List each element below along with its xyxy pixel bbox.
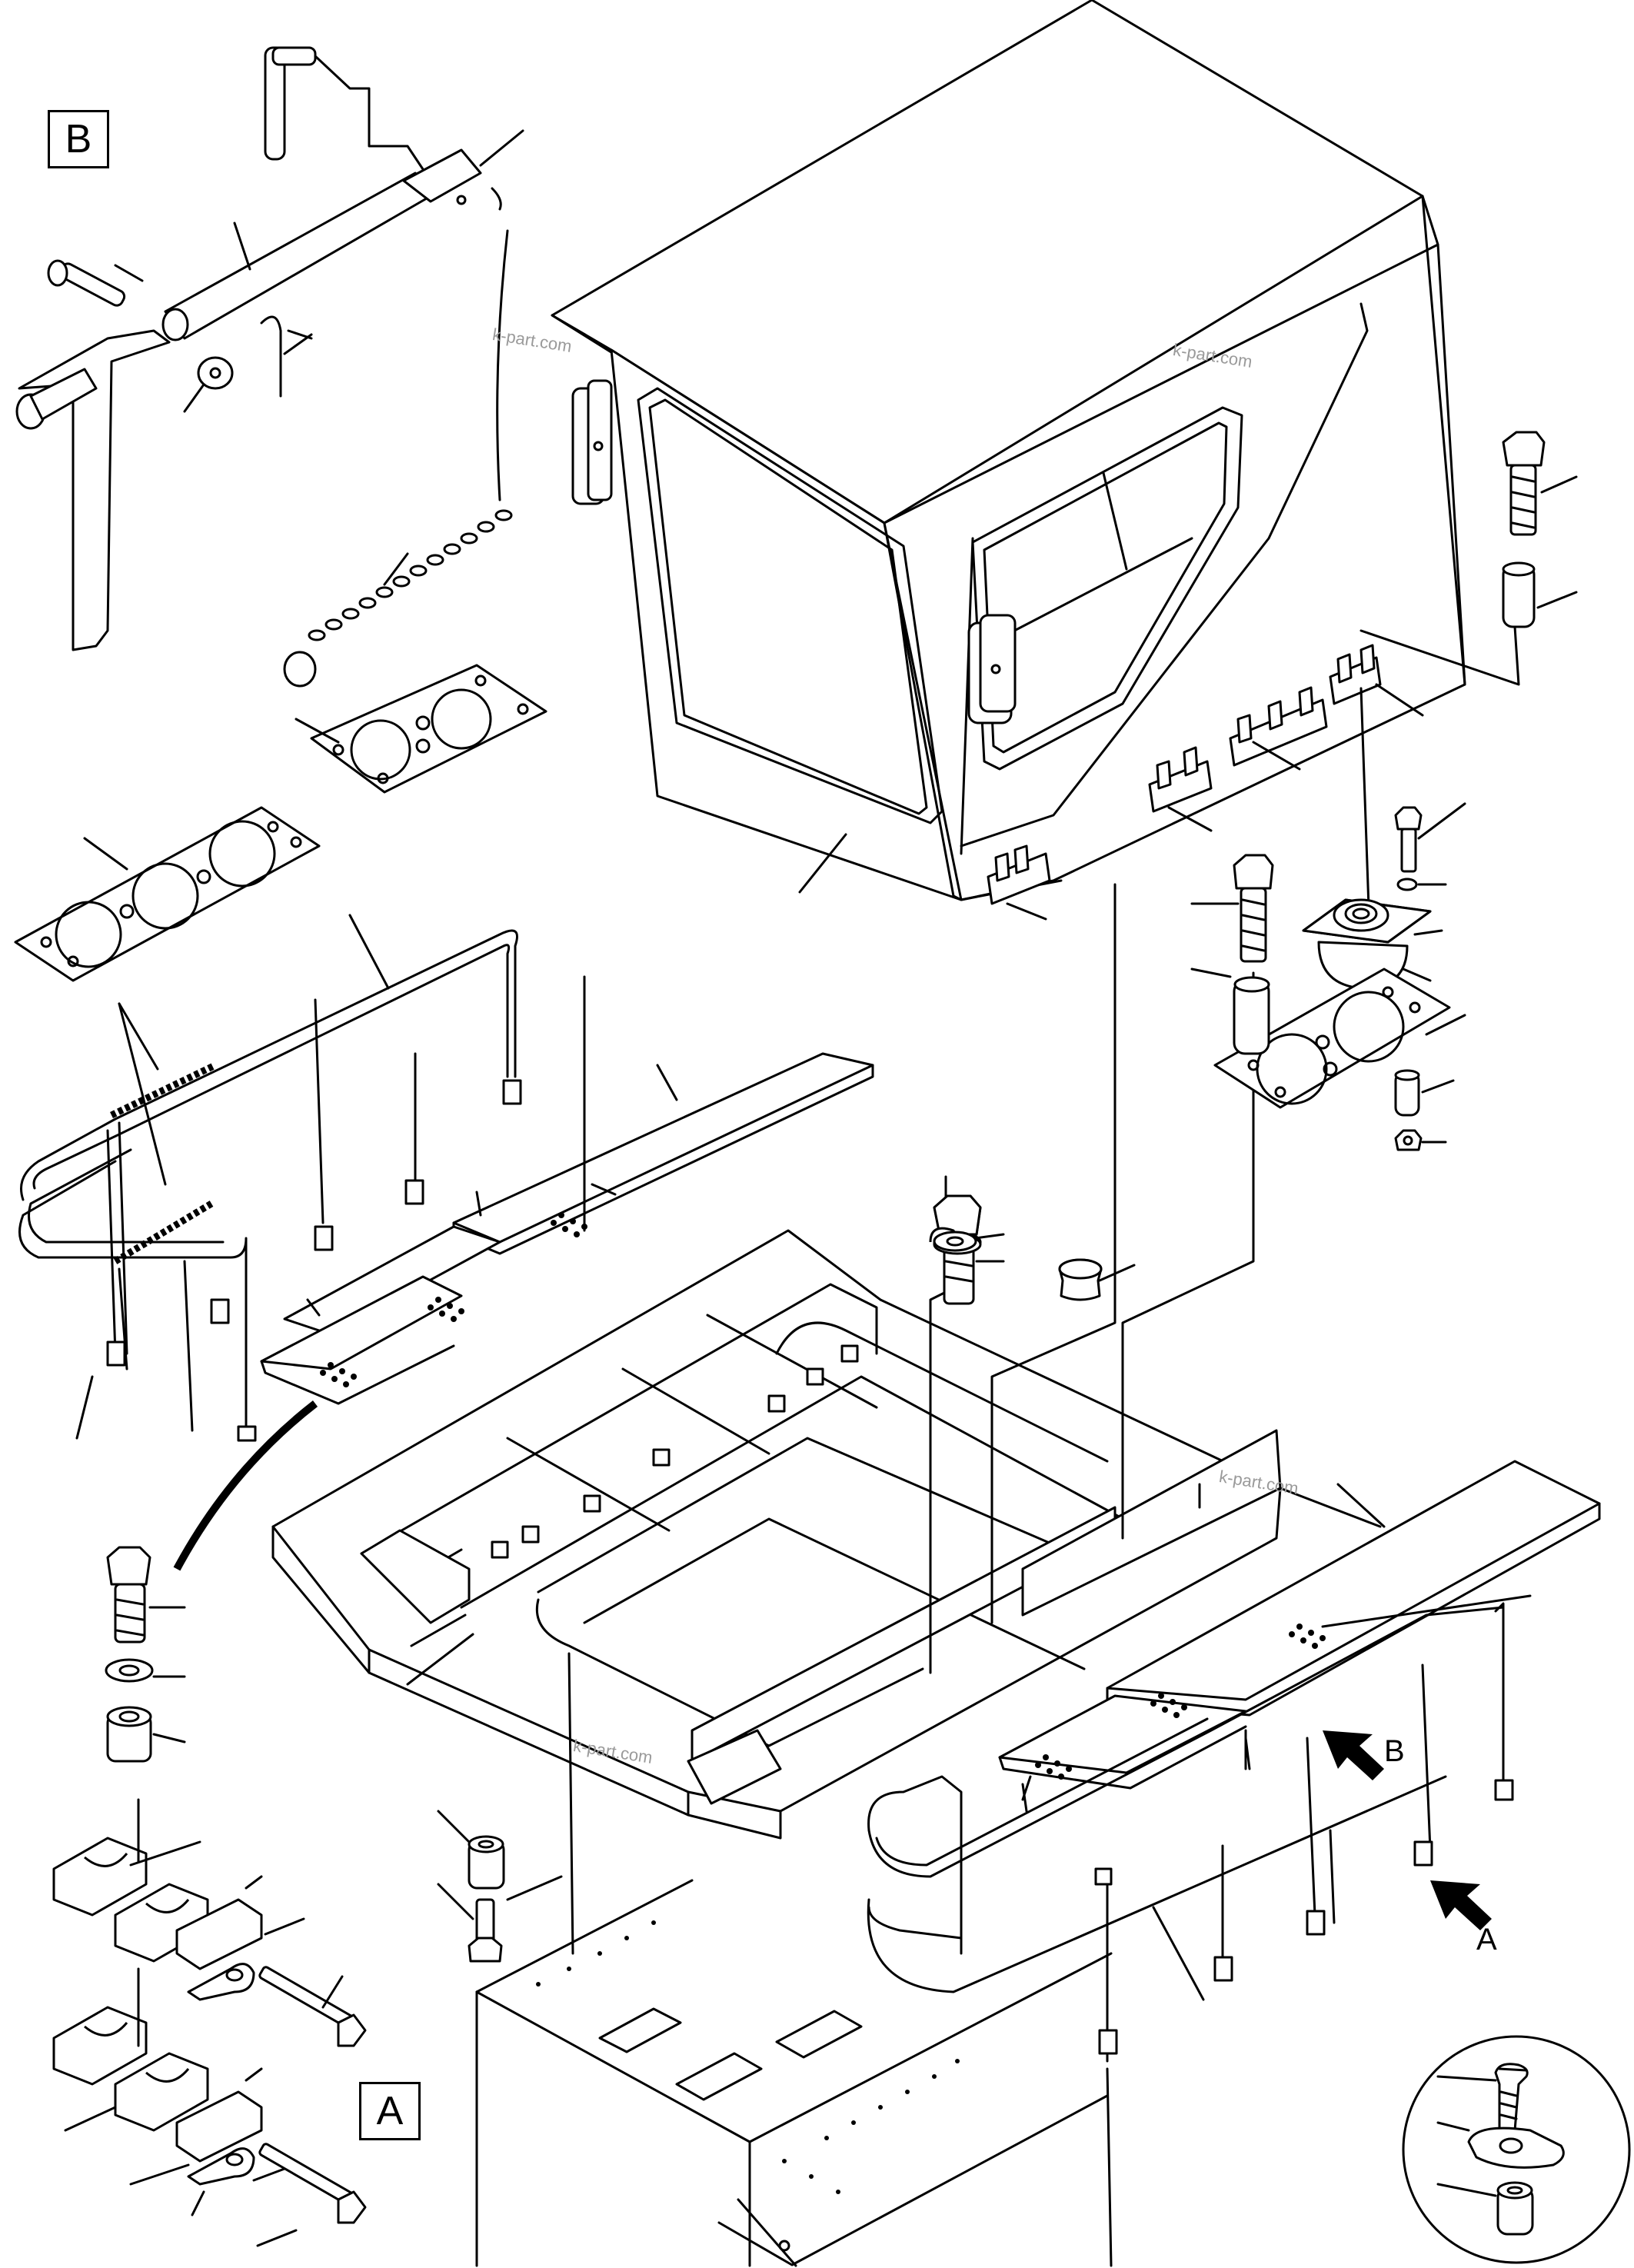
- view-label-a: A: [359, 2082, 421, 2140]
- right-mount-stack: [1213, 431, 1578, 1151]
- plug-cap: [1058, 1258, 1136, 1301]
- arrow-a: [1430, 1880, 1492, 1930]
- view-label-b: B: [48, 110, 109, 168]
- arrow-label-a: A: [1476, 1923, 1497, 1957]
- floor-frame: [271, 1229, 1382, 1840]
- detail-b-linkage: [15, 46, 524, 688]
- walkway-left: [260, 975, 874, 1405]
- cab: [551, 0, 1466, 905]
- detail-a-clamps: [52, 1798, 367, 2247]
- right-handrail: [867, 1602, 1514, 2063]
- center-spacer-stack: [437, 1810, 563, 1963]
- center-mount-bolt: [1190, 854, 1274, 1055]
- left-handrail: [18, 914, 522, 1442]
- left-bolt-stack: [105, 1546, 186, 1763]
- washer-mid: [933, 1231, 1005, 1252]
- cab-mount-brackets: [987, 644, 1382, 905]
- base-body: [475, 1652, 1113, 2267]
- detail-circle: [1402, 2035, 1631, 2264]
- chain: [308, 509, 513, 641]
- arrow-label-b: B: [1384, 1734, 1405, 1768]
- walkway-right: [998, 1460, 1601, 1801]
- gasket-plate-upper: [295, 664, 547, 794]
- arrow-b: [1323, 1730, 1384, 1780]
- gasket-plate-lower: [14, 806, 321, 982]
